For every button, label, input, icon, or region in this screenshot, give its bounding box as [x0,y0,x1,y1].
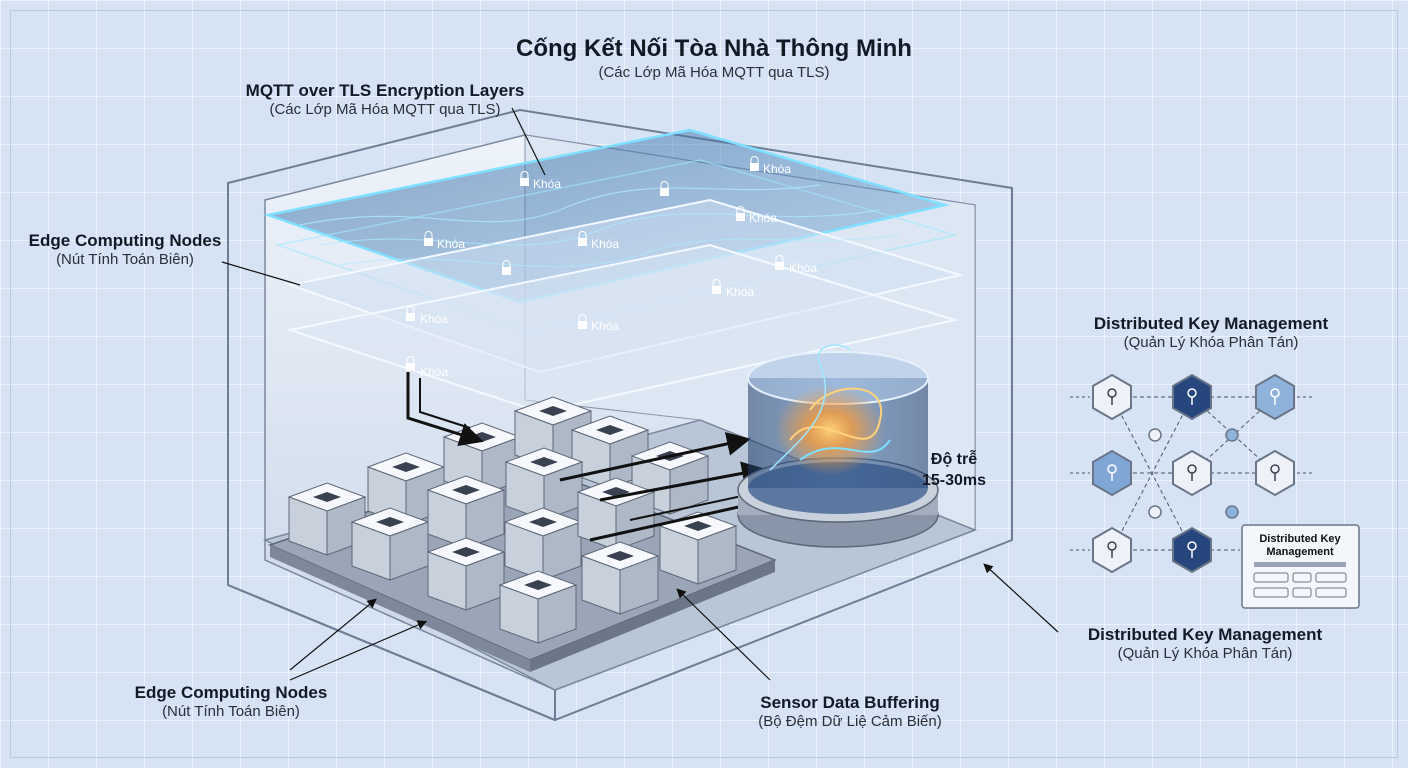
sensor-label-en: Sensor Data Buffering [760,693,940,712]
title-main: Cống Kết Nối Tòa Nhà Thông Minh [516,35,912,62]
key-node-icon [1092,526,1132,574]
lock-label: Khóa [763,162,791,176]
lock-icon [775,255,784,270]
card-title-line1: Distributed Key [1259,533,1341,545]
mqtt-label-en: MQTT over TLS Encryption Layers [245,81,525,100]
mqtt-label-vi: (Các Lớp Mã Hóa MQTT qua TLS) [269,101,501,119]
edge-nodes-label-top: Edge Computing Nodes (Nút Tính Toán Biên… [14,230,236,270]
edge-node [426,475,506,549]
network-link-node [1148,505,1162,519]
dkm-top-vi: (Quản Lý Khóa Phân Tán) [1123,334,1299,352]
lock-icon [736,206,745,221]
key-management-label-top: Distributed Key Management (Quản Lý Khóa… [1070,313,1352,353]
edge-bottom-en: Edge Computing Nodes [134,683,328,702]
lock-icon [712,279,721,294]
lock-icon [578,314,587,329]
lock-label: Khóa [591,237,619,251]
lock-icon [424,231,433,246]
network-link-node [1225,505,1239,519]
leader-lines [221,107,1059,681]
sensor-buffer-label: Sensor Data Buffering (Bộ Đệm Dữ Liệ Cảm… [730,692,970,732]
latency-title: Độ trễ [930,451,978,468]
lock-icon [406,306,415,321]
lock-label: Khóa [591,319,619,333]
network-link-node [1225,428,1239,442]
lock-label: Khóa [420,365,448,379]
lock-label: Khóa [726,285,754,299]
data-flow-arrows [406,372,776,542]
lock-label: Khóa [533,177,561,191]
edge-node [576,477,656,551]
outer-frame [10,10,1398,758]
key-management-card: Distributed Key Management [1241,524,1360,609]
edge-node [426,537,506,611]
lock-icon [502,260,511,275]
key-node-icon [1092,449,1132,497]
edge-node [580,541,660,615]
lock-icon [750,156,759,171]
key-management-network [1070,373,1315,574]
lock-icon [520,171,529,186]
edge-node [350,507,430,581]
encryption-layers [263,128,964,414]
latency-value: 15-30ms [922,471,987,489]
dkm-top-en: Distributed Key Management [1093,314,1329,333]
lock-label: Khóa [437,237,465,251]
lock-icon [578,231,587,246]
lock-label: Khóa [420,312,448,326]
lock-icon [406,356,415,371]
key-node-icon [1255,373,1295,421]
key-node-icon [1092,373,1132,421]
lock-label: Khóa [749,211,777,225]
title-sub: (Các Lớp Mã Hóa MQTT qua TLS) [598,64,830,81]
edge-nodes-label-bottom: Edge Computing Nodes (Nút Tính Toán Biên… [120,682,342,722]
card-title-line2: Management [1266,546,1334,558]
dkm-bottom-vi: (Quản Lý Khóa Phân Tán) [1117,645,1293,663]
mqtt-layer-label: MQTT over TLS Encryption Layers (Các Lớp… [200,80,570,120]
edge-top-vi: (Nút Tính Toán Biên) [56,251,194,269]
sensor-label-vi: (Bộ Đệm Dữ Liệ Cảm Biến) [758,713,942,731]
lock-icon [660,181,669,196]
edge-node [498,570,578,644]
latency-label: Độ trễ 15-30ms [922,450,986,492]
edge-node [503,507,583,581]
key-management-label-bottom: Distributed Key Management (Quản Lý Khóa… [1064,624,1346,664]
edge-node [287,482,367,556]
edge-top-en: Edge Computing Nodes [28,231,222,250]
edge-bottom-vi: (Nút Tính Toán Biên) [162,703,300,721]
lock-label: Khóa [789,261,817,275]
key-node-icon [1255,449,1295,497]
key-node-icon [1172,449,1212,497]
lock-badges: Khóa Khóa Khóa Khóa Khóa Khóa Khóa Khóa … [406,156,817,379]
edge-node [366,452,446,526]
sensor-buffer-cylinder [737,344,939,548]
key-node-icon [1172,373,1212,421]
key-node-icon [1172,526,1212,574]
diagram-title: Cống Kết Nối Tòa Nhà Thông Minh (Các Lớp… [444,34,984,83]
dkm-bottom-en: Distributed Key Management [1087,625,1323,644]
network-link-node [1148,428,1162,442]
